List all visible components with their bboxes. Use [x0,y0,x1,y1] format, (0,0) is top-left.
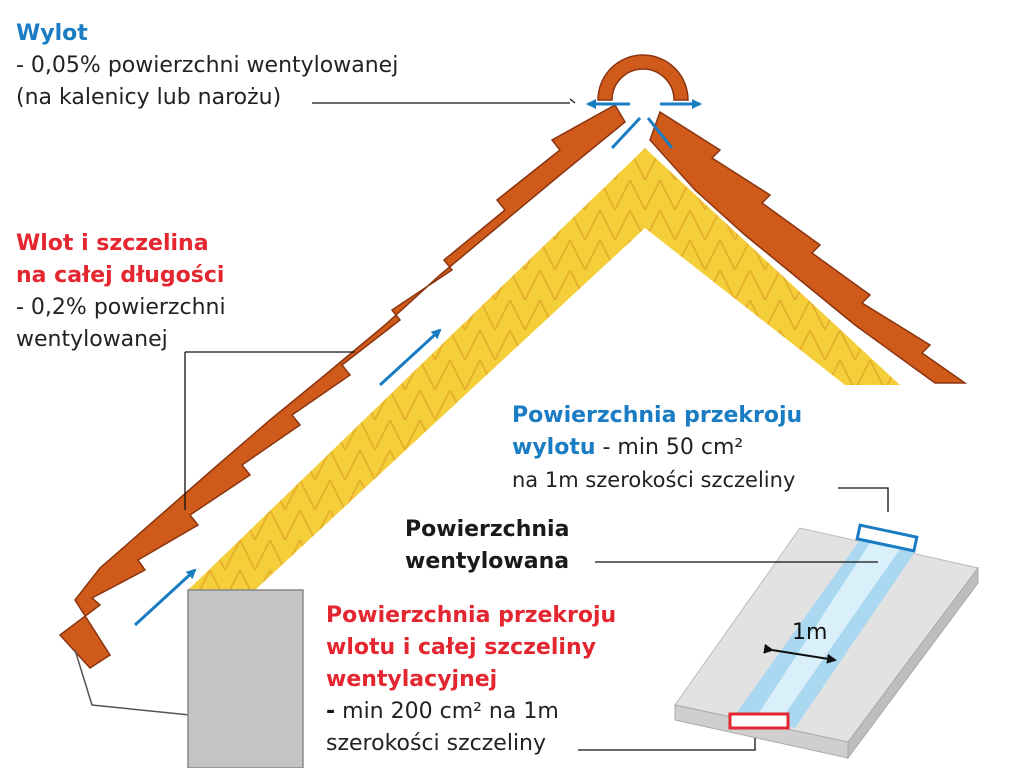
inlet-section-line-2: szerokości szczeliny [326,731,547,756]
inlet-section-title-3: wentylacyjnej [326,667,498,692]
outlet-title: Wylot [16,21,88,46]
inlet-section-line-1: min 200 cm² na 1m [335,699,559,724]
ventilated-surface-label: Powierzchnia wentylowana [405,514,569,578]
inlet-title-1: Wlot i szczelina [16,231,209,256]
outlet-label: Wylot - 0,05% powierzchni wentylowanej (… [16,18,398,114]
inlet-section-label: Powierzchnia przekroju wlotu i całej szc… [326,600,616,760]
ventilated-surface-line-2: wentylowana [405,549,570,574]
inlet-title-2: na całej długości [16,263,225,288]
inlet-line-1: - 0,2% powierzchni [16,295,226,320]
width-indicator [763,643,837,664]
right-roof-tiles [649,110,968,384]
inlet-section-marker [728,712,790,730]
insulation-layer [188,148,900,590]
ventilated-slab [674,527,979,760]
ventilated-surface-line-1: Powierzchnia [405,517,570,542]
eave-outline [74,649,191,716]
outlet-section-marker [855,523,919,553]
left-roof-tiles [58,103,626,669]
inlet-section-dash: - [326,699,336,724]
airflow-arrows [133,99,702,627]
width-label: 1m [792,620,828,645]
ridge-cap [597,54,689,101]
outlet-section-label: Powierzchnia przekroju wylotu - min 50 c… [512,400,802,496]
leader-lines [184,98,889,751]
inlet-label: Wlot i szczelina na całej długości - 0,2… [16,228,226,356]
outlet-line-2: (na kalenicy lub narożu) [16,85,282,110]
outlet-section-line-2: na 1m szerokości szczeliny [512,468,796,492]
outlet-section-suffix: - min 50 cm² [595,435,744,460]
inlet-section-title-1: Powierzchnia przekroju [326,603,617,628]
wall [187,589,304,768]
outlet-section-title-2: wylotu [512,435,596,460]
inlet-section-title-2: wlotu i całej szczeliny [326,635,596,660]
outlet-line-1: - 0,05% powierzchni wentylowanej [16,53,399,78]
inlet-line-2: wentylowanej [16,327,168,352]
outlet-section-title-1: Powierzchnia przekroju [512,403,803,428]
